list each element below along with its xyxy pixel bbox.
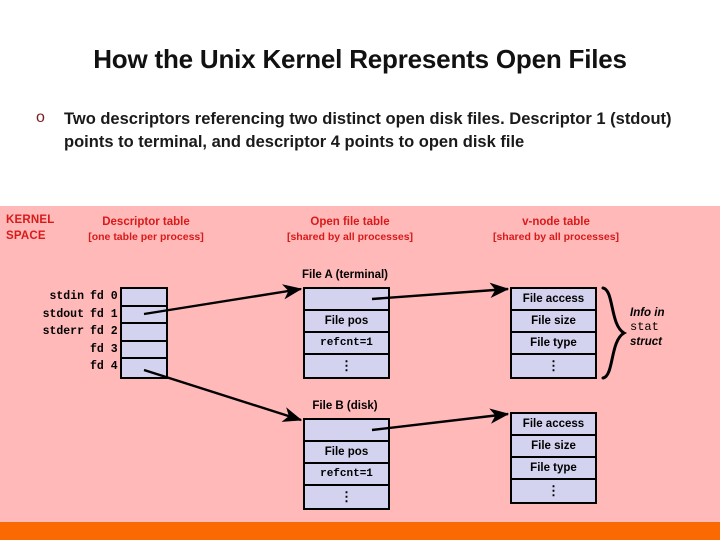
vnode-b-cell-file-access: File access — [512, 414, 595, 436]
descriptor-cell-fd4 — [122, 359, 166, 377]
descriptor-row-label: fd 4 — [90, 360, 118, 374]
curly-brace-icon — [601, 286, 628, 380]
open-file-b-cell-filepos: File pos — [305, 442, 388, 464]
stat-struct-annotation: Info in stat struct — [630, 306, 716, 350]
vnode-b-cell-file-size: File size — [512, 436, 595, 458]
column-header-descriptor-table: Descriptor table [one table per process] — [56, 214, 236, 245]
open-file-a-cell-refcnt: refcnt=1 — [305, 333, 388, 355]
open-file-table-b: File pos refcnt=1 ⋮ — [303, 418, 390, 510]
kernel-space-line1: KERNEL — [6, 214, 55, 226]
column-header-title: Descriptor table — [102, 216, 190, 228]
kernel-space-line2: SPACE — [6, 230, 46, 243]
open-file-a-cell-filepos: File pos — [305, 311, 388, 333]
column-header-title: Open file table — [310, 216, 390, 228]
descriptor-cell-fd0 — [122, 289, 166, 307]
open-file-b-cell-refcnt: refcnt=1 — [305, 464, 388, 486]
column-header-title: v-node table — [522, 216, 590, 228]
vnode-a-cell-ellipsis: ⋮ — [512, 355, 595, 377]
stat-annotation-line3: struct — [630, 336, 662, 349]
vnode-table-a: File access File size File type ⋮ — [510, 287, 597, 379]
vnode-a-cell-file-access: File access — [512, 289, 595, 311]
accent-bar — [0, 522, 720, 540]
stat-annotation-line1: Info in — [630, 307, 665, 319]
file-a-label: File A (terminal) — [301, 269, 389, 281]
file-b-label: File B (disk) — [312, 400, 378, 412]
descriptor-cell-fd1 — [122, 306, 166, 325]
column-header-subtitle: [one table per process] — [88, 231, 204, 244]
page-title: How the Unix Kernel Represents Open File… — [93, 44, 627, 74]
vnode-b-cell-ellipsis: ⋮ — [512, 480, 595, 502]
descriptor-row-label: fd 3 — [90, 342, 118, 356]
column-header-open-file-table: Open file table [shared by all processes… — [255, 214, 445, 245]
bullet-text: Two descriptors referencing two distinct… — [64, 110, 672, 152]
vnode-a-cell-file-type: File type — [512, 333, 595, 355]
vnode-a-cell-file-size: File size — [512, 311, 595, 333]
column-header-vnode-table: v-node table [shared by all processes] — [462, 214, 650, 245]
stat-annotation-line2: stat — [630, 320, 659, 335]
bullet-marker-icon: o — [36, 109, 45, 126]
open-file-b-cell-0 — [305, 420, 388, 442]
vnode-table-b: File access File size File type ⋮ — [510, 412, 597, 504]
kernel-space-label: KERNEL SPACE — [6, 212, 54, 245]
column-header-subtitle: [shared by all processes] — [286, 231, 414, 244]
descriptor-cell-fd3 — [122, 341, 166, 360]
open-file-a-cell-0 — [305, 289, 388, 311]
column-header-subtitle: [shared by all processes] — [492, 231, 620, 244]
open-file-table-a: File pos refcnt=1 ⋮ — [303, 287, 390, 379]
open-file-b-cell-ellipsis: ⋮ — [305, 486, 388, 508]
descriptor-cell-fd2 — [122, 324, 166, 342]
bullet-block: o Two descriptors referencing two distin… — [36, 108, 676, 155]
vnode-b-cell-file-type: File type — [512, 458, 595, 480]
descriptor-table — [120, 287, 168, 379]
open-file-a-cell-ellipsis: ⋮ — [305, 355, 388, 377]
